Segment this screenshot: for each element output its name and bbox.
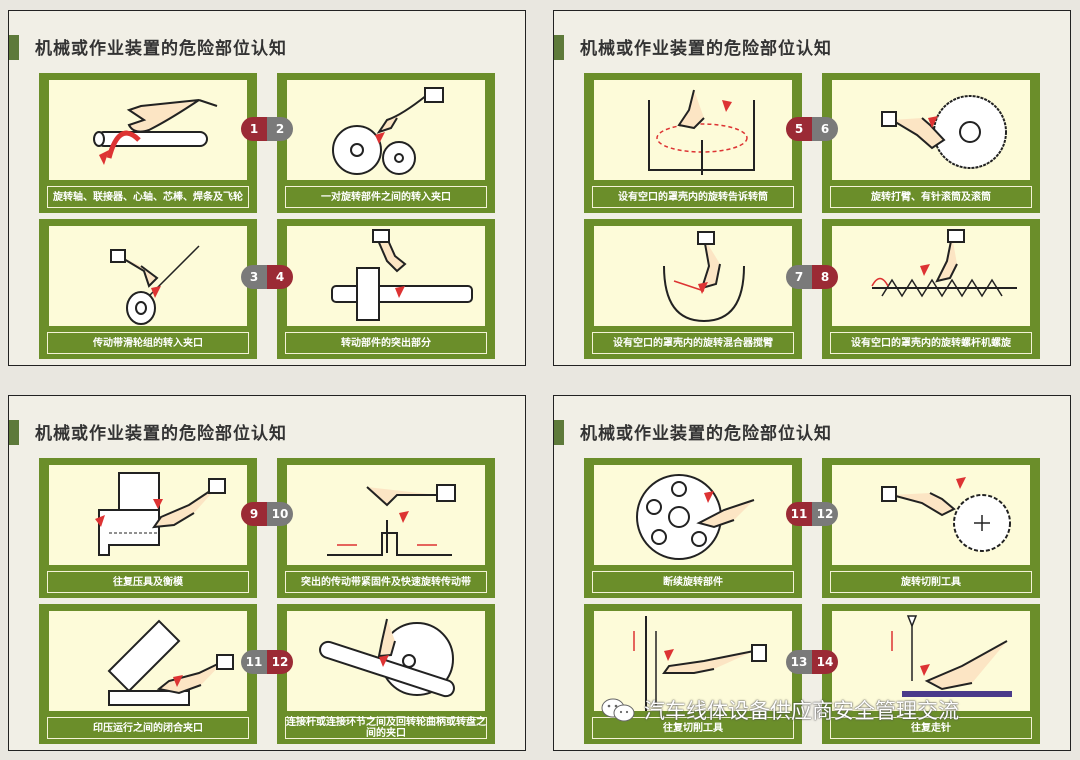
slide-title: 机械或作业装置的危险部位认知 — [580, 424, 832, 444]
hazard-card-1: 旋转轴、联接器、心轴、芯棒、焊条及飞轮 — [39, 73, 257, 213]
number-badge: 7 8 — [786, 265, 838, 289]
screw-conveyor-illustration — [832, 226, 1030, 326]
hazard-card-7: 设有空口的罩壳内的旋转混合器搅臂 — [584, 219, 802, 359]
title-accent-bar — [9, 35, 19, 60]
hazard-card-12: 连接杆或连接环节之间及回转轮曲柄或转盘之间的夹口 — [277, 604, 495, 744]
slide-title: 机械或作业装置的危险部位认知 — [35, 39, 287, 59]
slide-1: 机械或作业装置的危险部位认知 旋转轴、联接器、心轴、芯棒、焊条及飞轮 — [8, 10, 526, 366]
hazard-caption: 印压运行之间的闭合夹口 — [47, 717, 249, 739]
mixer-arm-illustration — [594, 226, 792, 326]
spiked-drum-illustration — [832, 80, 1030, 180]
title-accent-bar — [9, 420, 19, 445]
rotating-cutter-illustration — [832, 465, 1030, 565]
watermark-text: 汽车线体设备供应商安全管理交流 — [644, 699, 959, 723]
hazard-caption: 往复走针 — [830, 717, 1032, 739]
slide-title: 机械或作业装置的危险部位认知 — [35, 424, 287, 444]
rotating-shaft-hand-illustration — [49, 80, 247, 180]
hazard-card-5: 设有空口的罩壳内的旋转告诉转筒 — [584, 73, 802, 213]
number-badge: 11 12 — [241, 650, 293, 674]
number-badge: 5 6 — [786, 117, 838, 141]
hazard-caption: 设有空口的罩壳内的旋转告诉转筒 — [592, 186, 794, 208]
rotating-protrusion-illustration — [287, 226, 485, 326]
title-accent-bar — [554, 35, 564, 60]
slide-4: 机械或作业装置的危险部位认知 断续旋转部件 — [553, 395, 1071, 751]
reciprocating-needle-illustration — [832, 611, 1030, 711]
hazard-caption: 设有空口的罩壳内的旋转螺杆机螺旋 — [830, 332, 1032, 354]
roller-pair-nip-illustration — [287, 80, 485, 180]
slide-3: 机械或作业装置的危险部位认知 往复压具及衡模 — [8, 395, 526, 751]
watermark: 汽车线体设备供应商安全管理交流 — [600, 695, 959, 725]
closing-press-nip-illustration — [49, 611, 247, 711]
hazard-card-8: 设有空口的罩壳内的旋转螺杆机螺旋 — [822, 219, 1040, 359]
hazard-card-14: 旋转切削工具 — [822, 458, 1040, 598]
wechat-icon — [601, 698, 635, 722]
hazard-caption: 突出的传动带紧固件及快速旋转传动带 — [285, 571, 487, 593]
hazard-caption: 旋转轴、联接器、心轴、芯棒、焊条及飞轮 — [47, 186, 249, 208]
hazard-card-4: 转动部件的突出部分 — [277, 219, 495, 359]
hazard-caption: 设有空口的罩壳内的旋转混合器搅臂 — [592, 332, 794, 354]
hazard-caption: 断续旋转部件 — [592, 571, 794, 593]
slide-title: 机械或作业装置的危险部位认知 — [580, 39, 832, 59]
slide-2: 机械或作业装置的危险部位认知 设有空口的罩壳内的旋转告诉转筒 旋转打臂、有针滚筒… — [553, 10, 1071, 366]
hazard-card-9: 往复压具及衡模 — [39, 458, 257, 598]
hazard-caption: 连接杆或连接环节之间及回转轮曲柄或转盘之间的夹口 — [285, 717, 487, 739]
hazard-card-10: 突出的传动带紧固件及快速旋转传动带 — [277, 458, 495, 598]
number-badge: 3 4 — [241, 265, 293, 289]
hazard-caption: 一对旋转部件之间的转入夹口 — [285, 186, 487, 208]
number-badge: 13 14 — [786, 650, 838, 674]
hazard-card-13: 断续旋转部件 — [584, 458, 802, 598]
hazard-caption: 往复压具及衡模 — [47, 571, 249, 593]
hazard-caption: 转动部件的突出部分 — [285, 332, 487, 354]
hazard-caption: 传动带滑轮组的转入夹口 — [47, 332, 249, 354]
number-badge: 1 2 — [241, 117, 293, 141]
linkage-crank-illustration — [287, 611, 485, 711]
hazard-card-3: 传动带滑轮组的转入夹口 — [39, 219, 257, 359]
hazard-caption: 往复切削工具 — [592, 717, 794, 739]
number-badge: 9 10 — [241, 502, 293, 526]
belt-pulley-nip-illustration — [49, 226, 247, 326]
number-badge: 11 12 — [786, 502, 838, 526]
reciprocating-cutter-illustration — [594, 611, 792, 711]
belt-fastener-illustration — [287, 465, 485, 565]
enclosed-drum-illustration — [594, 80, 792, 180]
hazard-card-11: 印压运行之间的闭合夹口 — [39, 604, 257, 744]
hazard-card-2: 一对旋转部件之间的转入夹口 — [277, 73, 495, 213]
hazard-card-16: 往复走针 — [822, 604, 1040, 744]
hazard-caption: 旋转切削工具 — [830, 571, 1032, 593]
intermittent-rotation-illustration — [594, 465, 792, 565]
hazard-card-6: 旋转打臂、有针滚筒及滚筒 — [822, 73, 1040, 213]
reciprocating-press-illustration — [49, 465, 247, 565]
title-accent-bar — [554, 420, 564, 445]
hazard-caption: 旋转打臂、有针滚筒及滚筒 — [830, 186, 1032, 208]
